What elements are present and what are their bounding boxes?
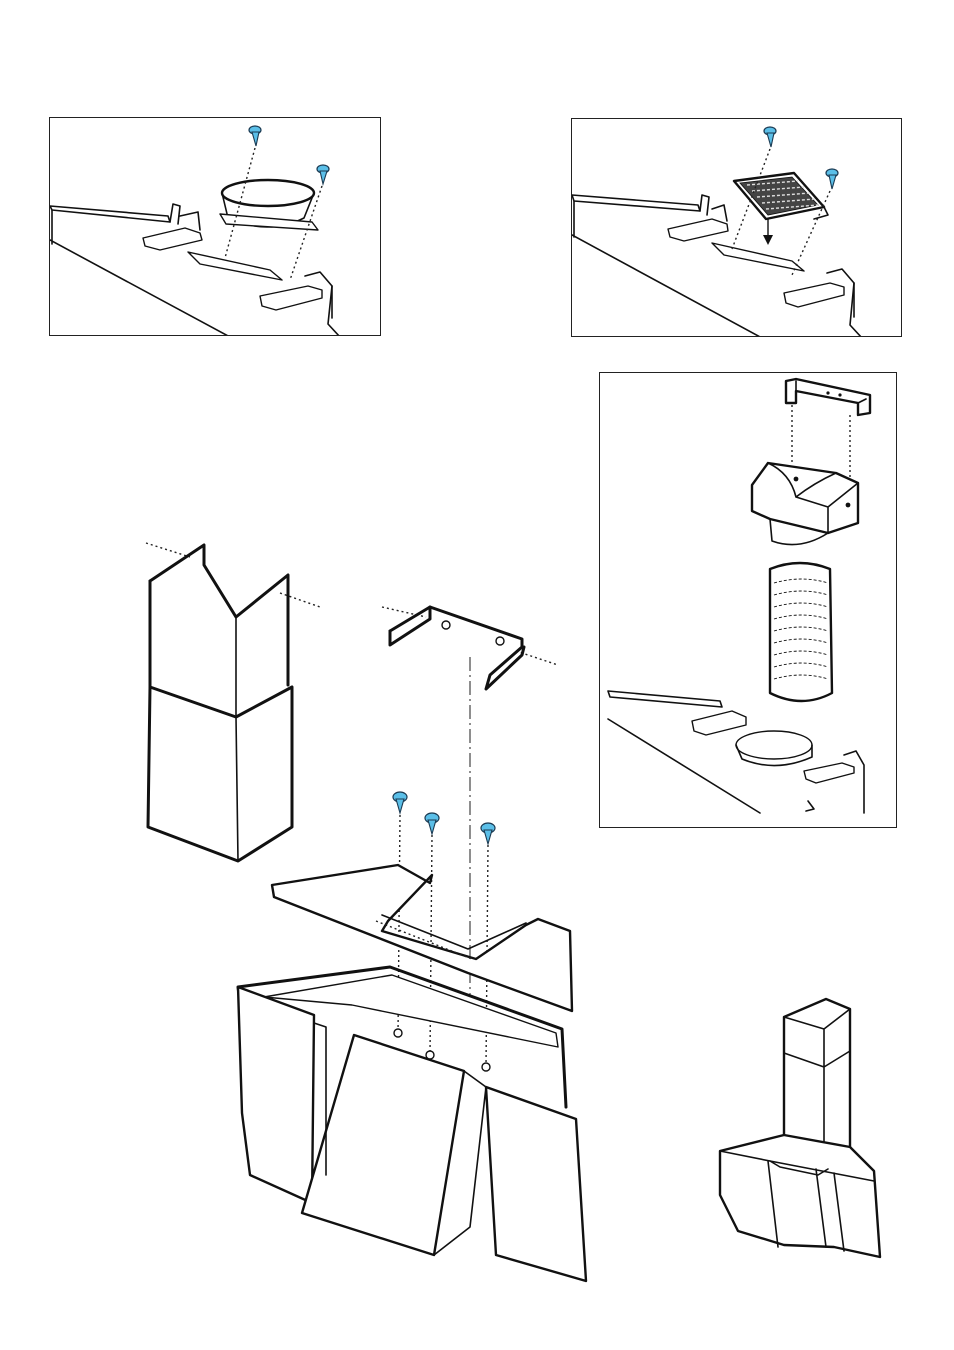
arrow-head [763, 235, 773, 245]
guide-line [146, 543, 190, 557]
air-deflector [752, 463, 858, 533]
chimney [146, 543, 320, 861]
panel-carbon-filter [571, 118, 902, 337]
duct-collar-drawing [50, 118, 381, 336]
hood-edge-rear [608, 691, 722, 707]
hood-lip [700, 195, 709, 215]
hood-side [50, 210, 230, 336]
bracket-hole [826, 391, 829, 394]
mounting-hole [482, 1063, 490, 1071]
hood-corner [806, 801, 814, 811]
hood-side [608, 719, 760, 813]
duct-opening [188, 252, 282, 280]
hood-right-edge [850, 283, 862, 337]
flexible-duct [770, 563, 832, 701]
duct-collar-top [222, 180, 314, 206]
mounting-hole [426, 1051, 434, 1059]
mount-bracket-right [784, 283, 844, 307]
deflector-screw [846, 503, 851, 508]
bracket-left-tab [180, 212, 200, 230]
hood-assembled [720, 1135, 880, 1257]
duct-collar [736, 731, 812, 759]
carbon-filter-drawing [572, 119, 902, 337]
main-assembly [130, 535, 600, 1295]
hood-right-edge [328, 286, 340, 336]
chimney-upper-section [150, 545, 288, 685]
hood-edge-rear [572, 195, 700, 211]
panel-duct-collar [49, 117, 381, 336]
chimney-lower-section [148, 687, 292, 861]
bracket-left-tab [712, 205, 727, 221]
mount-bracket-left [692, 711, 746, 735]
chimney-bracket-body [390, 607, 524, 689]
chimney-lower-edge [236, 717, 238, 861]
glass-panel-right [486, 1087, 586, 1281]
air-deflector-drawing [600, 373, 897, 828]
main-assembly-drawing [130, 535, 600, 1295]
mounting-hole [394, 1029, 402, 1037]
bracket-hole [838, 393, 841, 396]
bracket-hole [442, 621, 450, 629]
deflector-bracket [786, 379, 870, 415]
bracket-hole [496, 637, 504, 645]
mount-bracket-left [668, 219, 728, 241]
guide-line [280, 593, 320, 607]
duct-opening [712, 243, 804, 271]
hood-side [572, 201, 762, 337]
assembled-hood-drawing [716, 995, 888, 1265]
deflector-screw [794, 477, 799, 482]
glass-panel-left [238, 987, 314, 1203]
panel-air-deflector [599, 372, 897, 828]
mount-bracket-right [260, 286, 322, 310]
assembled-hood-preview [716, 995, 888, 1265]
mount-bracket-left [143, 228, 202, 250]
hood-lip [170, 204, 180, 224]
hood-edge-rear [50, 206, 170, 222]
mount-bracket-right [804, 763, 854, 783]
hood-right-edge [844, 751, 864, 813]
